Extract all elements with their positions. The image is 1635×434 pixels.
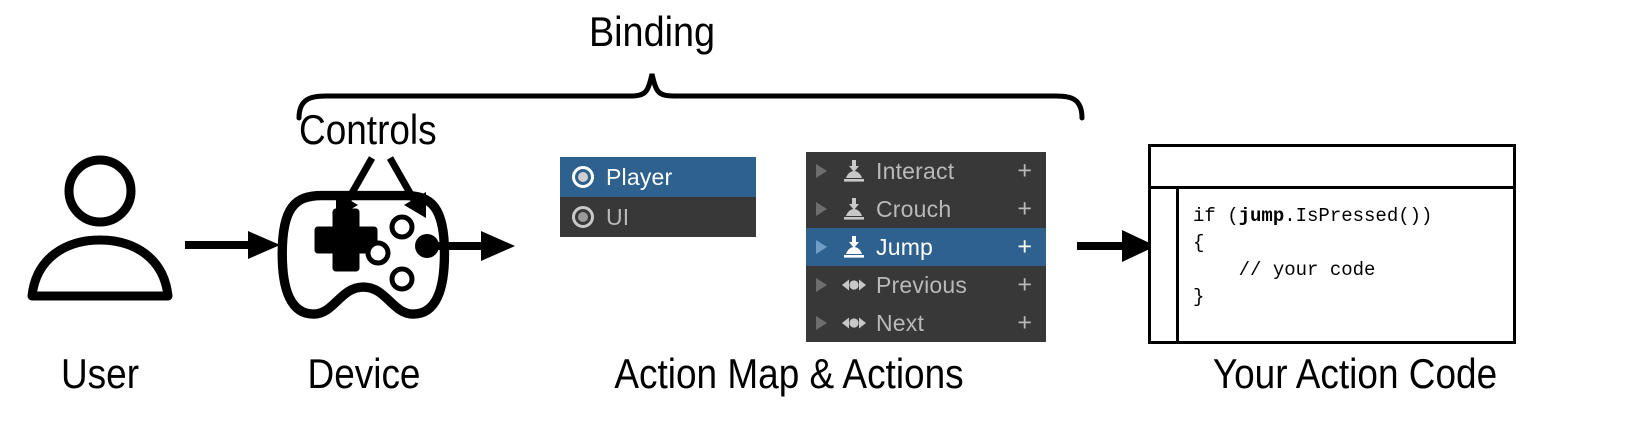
action-map-icon bbox=[572, 166, 594, 188]
foldout-triangle-icon[interactable] bbox=[816, 278, 827, 292]
code-line: if (jump.IsPressed()) bbox=[1193, 205, 1433, 227]
binding-brace bbox=[296, 73, 1085, 121]
action-label: Jump bbox=[876, 233, 934, 260]
binding-label: Binding bbox=[588, 8, 716, 55]
add-binding-button[interactable]: + bbox=[1017, 308, 1032, 337]
add-binding-button[interactable]: + bbox=[1017, 270, 1032, 299]
code-line: } bbox=[1193, 286, 1205, 308]
foldout-triangle-icon[interactable] bbox=[816, 240, 827, 254]
action-row[interactable]: Crouch + bbox=[806, 190, 1046, 228]
foldout-triangle-icon[interactable] bbox=[816, 164, 827, 178]
controls-label: Controls bbox=[299, 106, 437, 153]
action-label: Crouch bbox=[876, 195, 952, 222]
action-label: Previous bbox=[876, 271, 968, 298]
add-binding-button[interactable]: + bbox=[1017, 156, 1032, 185]
caption-user: User bbox=[60, 350, 140, 397]
code-window: if (jump.IsPressed()) { // your code} bbox=[1148, 144, 1516, 344]
controls-annotation-arrows bbox=[336, 156, 426, 218]
action-map-icon bbox=[572, 206, 594, 228]
user-icon bbox=[27, 155, 173, 301]
foldout-triangle-icon[interactable] bbox=[816, 202, 827, 216]
button-action-icon bbox=[844, 198, 864, 220]
button-action-icon bbox=[844, 160, 864, 182]
add-binding-button[interactable]: + bbox=[1017, 232, 1032, 261]
button-action-icon bbox=[844, 236, 864, 258]
code-line: // your code bbox=[1193, 259, 1376, 281]
axis-action-icon bbox=[842, 317, 866, 329]
caption-your-action-code: Your Action Code bbox=[1212, 350, 1498, 397]
action-map-label: UI bbox=[606, 203, 630, 230]
arrow-device-to-actionmap bbox=[427, 231, 515, 261]
axis-action-icon bbox=[842, 279, 866, 291]
caption-device: Device bbox=[307, 350, 421, 397]
code-window-titlebar bbox=[1151, 147, 1513, 189]
actions-panel[interactable]: Interact + Crouch + Jump + Previous + Next + bbox=[806, 152, 1046, 342]
action-row[interactable]: Jump + bbox=[806, 228, 1046, 266]
action-row[interactable]: Next + bbox=[806, 304, 1046, 342]
code-token-bold: jump bbox=[1238, 205, 1285, 227]
add-binding-button[interactable]: + bbox=[1017, 194, 1032, 223]
action-row[interactable]: Previous + bbox=[806, 266, 1046, 304]
caption-action-map: Action Map & Actions bbox=[614, 350, 964, 397]
code-window-body: if (jump.IsPressed()) { // your code} bbox=[1151, 189, 1513, 341]
arrow-user-to-device bbox=[185, 231, 280, 259]
gamepad-icon bbox=[277, 190, 450, 319]
code-text[interactable]: if (jump.IsPressed()) { // your code} bbox=[1179, 189, 1513, 341]
code-line: { bbox=[1193, 232, 1205, 254]
foldout-triangle-icon[interactable] bbox=[816, 316, 827, 330]
action-map-row[interactable]: UI bbox=[560, 197, 756, 237]
code-window-gutter bbox=[1151, 189, 1179, 341]
action-row[interactable]: Interact + bbox=[806, 152, 1046, 190]
action-map-label: Player bbox=[606, 163, 673, 190]
action-label: Next bbox=[876, 309, 925, 336]
action-label: Interact bbox=[876, 157, 955, 184]
action-map-row[interactable]: Player bbox=[560, 157, 756, 197]
arrow-actions-to-code bbox=[1077, 230, 1156, 262]
